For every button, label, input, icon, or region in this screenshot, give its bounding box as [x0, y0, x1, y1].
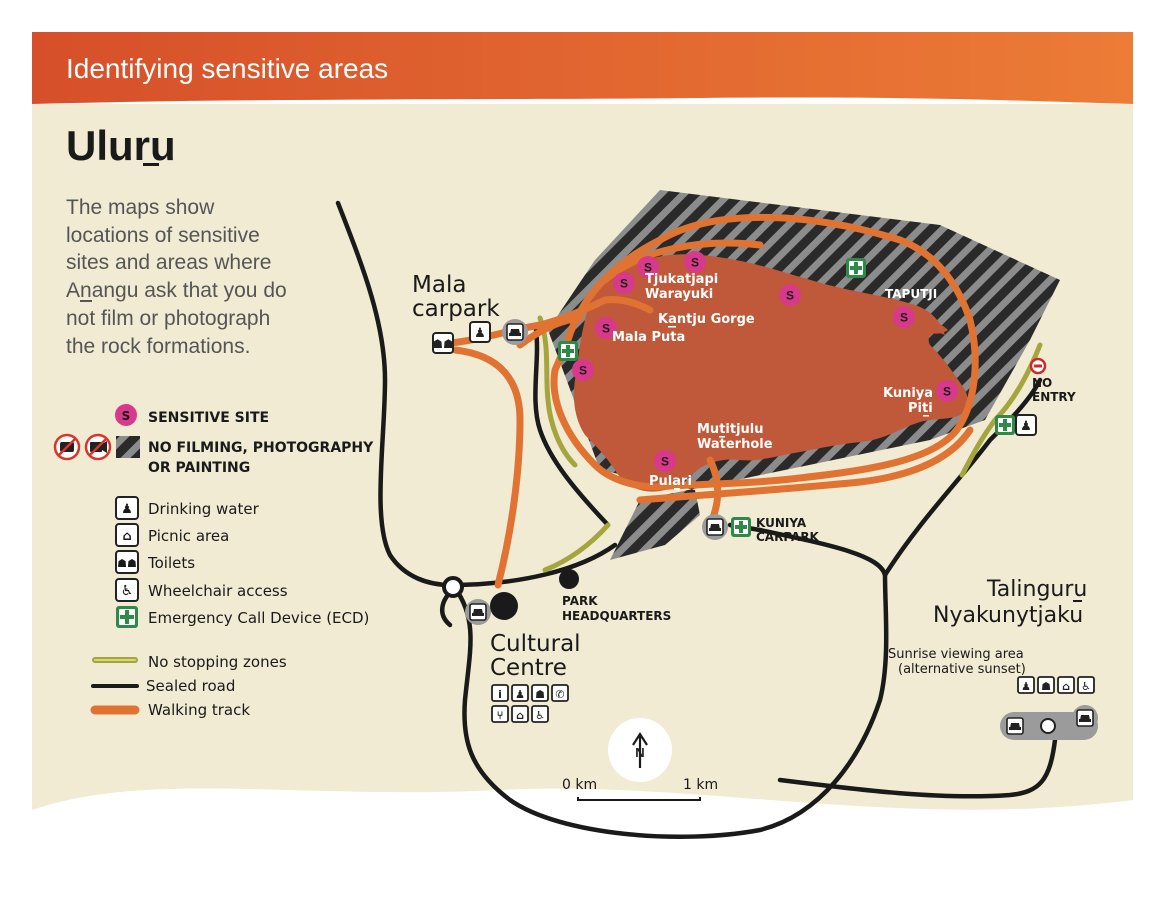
sunrise-facilities: ♟ ☗ ⌂ ♿	[1017, 676, 1095, 694]
header-banner	[32, 32, 1133, 104]
cultural-centre-car	[464, 598, 492, 626]
label-kantju-gorge: Kantju Gorge	[658, 312, 755, 327]
label-carpark-2: CARPARK	[756, 530, 820, 544]
roadside-facilities: ♟	[846, 258, 1037, 436]
svg-text:♟: ♟	[1021, 680, 1031, 693]
sensitive-site-marker: S	[115, 404, 137, 426]
svg-text:♟: ♟	[474, 326, 486, 341]
svg-text:♟: ♟	[121, 502, 133, 517]
legend-no-filming-2: OR PAINTING	[148, 460, 250, 476]
label-park: PARK	[562, 594, 598, 608]
svg-text:♿: ♿	[535, 709, 545, 722]
uluru-rock	[573, 254, 968, 492]
svg-text:Anangu ask that you do: Anangu ask that you do	[66, 279, 287, 302]
legend-sealed-road: Sealed road	[146, 677, 235, 695]
label-cultural: Cultural	[490, 631, 581, 657]
legend: S SENSITIVE SITE NO FILMING, PHOTOGRAPHY…	[53, 404, 374, 719]
ecd-icon	[116, 606, 138, 628]
roundabout	[442, 576, 464, 598]
label-pulari: Pulari	[649, 474, 692, 489]
svg-text:the rock formations.: the rock formations.	[66, 335, 250, 358]
hatch-swatch	[116, 436, 140, 458]
svg-text:not film or photograph: not film or photograph	[66, 307, 270, 330]
svg-text:⌂: ⌂	[122, 529, 131, 544]
svg-text:The maps show: The maps show	[66, 196, 215, 219]
svg-text:S: S	[122, 409, 131, 423]
walking-track	[446, 213, 979, 589]
north-arrow-icon: N	[608, 718, 672, 782]
svg-text:sites and areas where: sites and areas where	[66, 251, 271, 274]
svg-text:1 km: 1 km	[683, 777, 718, 793]
svg-text:☗☗: ☗☗	[432, 337, 454, 351]
label-taputji: TAPUTJI	[885, 287, 937, 301]
label-carpark: carpark	[412, 296, 500, 322]
label-entry: ENTRY	[1032, 390, 1076, 404]
label-mala-puta: Mala Puta	[612, 330, 685, 345]
label-waterhole: Waterhole	[697, 437, 773, 452]
info-icon: i	[498, 688, 502, 701]
cultural-centre-marker	[490, 592, 518, 620]
label-tjukatjapi: Tjukatjapi	[645, 272, 718, 287]
legend-drinking-water: Drinking water	[148, 500, 260, 518]
label-mala: Mala	[412, 272, 466, 298]
label-kuniya: Kuniya	[883, 386, 933, 401]
legend-picnic-area: Picnic area	[148, 527, 229, 545]
svg-text:0 km: 0 km	[562, 777, 597, 793]
sunrise-viewing-points	[1000, 704, 1099, 740]
svg-text:☗☗: ☗☗	[117, 557, 137, 570]
legend-no-filming: NO FILMING, PHOTOGRAPHY	[148, 440, 374, 456]
picnic-area-icon: ⌂	[115, 523, 139, 547]
legend-wheelchair: Wheelchair access	[148, 582, 288, 600]
intro-paragraph: The maps show locations of sensitive sit…	[66, 196, 287, 358]
no-video-icon	[84, 433, 112, 461]
svg-text:♟: ♟	[515, 688, 525, 701]
mala-carpark-facilities: ☗☗ ♟	[432, 318, 578, 361]
legend-ecd: Emergency Call Device (ECD)	[148, 609, 369, 627]
svg-text:⑂: ⑂	[497, 709, 504, 722]
legend-no-stopping: No stopping zones	[148, 653, 287, 671]
svg-text:⌂: ⌂	[516, 709, 524, 722]
toilets-icon: ☗☗	[115, 550, 139, 574]
cultural-centre-facilities: i ♟ ☗ ✆ ⑂ ⌂ ♿	[491, 684, 569, 723]
label-no-entry: NO	[1032, 376, 1052, 390]
svg-text:♟: ♟	[1020, 419, 1032, 434]
label-mutitjulu: Mutitjulu	[697, 422, 764, 437]
label-sunrise: Sunrise viewing area	[888, 647, 1024, 662]
no-camera-icon	[53, 433, 81, 461]
svg-text:N: N	[635, 745, 644, 760]
label-piti: Piti	[908, 401, 933, 416]
legend-toilets: Toilets	[147, 554, 195, 572]
svg-text:♿: ♿	[121, 583, 134, 599]
svg-text:locations of sensitive: locations of sensitive	[66, 224, 260, 247]
park-hq-marker	[559, 569, 579, 589]
label-headquarters: HEADQUARTERS	[562, 609, 671, 623]
legend-walking-track: Walking track	[148, 701, 250, 719]
phone-icon: ✆	[555, 688, 564, 701]
label-kuniya-carpark: KUNIYA	[756, 516, 807, 530]
no-entry-icon	[1029, 357, 1047, 375]
label-nyakunytjaku: Nyakunytjaku	[933, 603, 1083, 628]
svg-text:♿: ♿	[1081, 680, 1091, 693]
label-talinguru: Talinguru	[986, 577, 1087, 602]
svg-text:☗: ☗	[1041, 680, 1051, 693]
label-alt-sunset: (alternative sunset)	[898, 662, 1026, 677]
label-centre: Centre	[490, 655, 567, 681]
svg-text:⌂: ⌂	[1062, 680, 1070, 693]
header-title: Identifying sensitive areas	[66, 53, 388, 84]
legend-sensitive-site: SENSITIVE SITE	[148, 410, 269, 426]
drinking-water-icon: ♟	[115, 496, 139, 520]
label-warayuki: Warayuki	[645, 287, 713, 302]
svg-text:☗: ☗	[535, 688, 545, 701]
wheelchair-icon: ♿	[115, 578, 139, 602]
scale-bar: 0 km 1 km	[562, 777, 718, 801]
map-title: Uluru	[66, 122, 176, 169]
